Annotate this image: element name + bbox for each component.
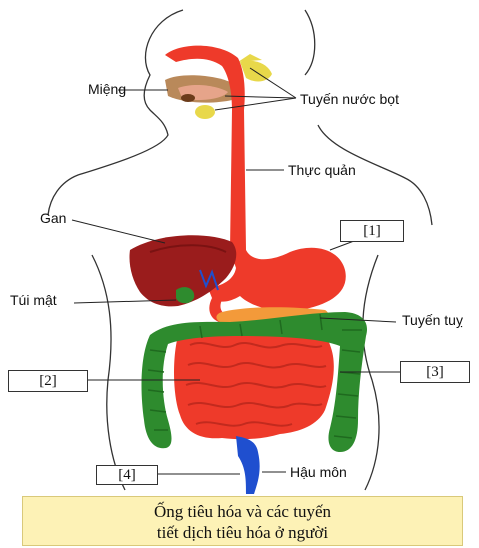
label-esophagus: Thực quản	[288, 162, 356, 178]
rectum-shape	[236, 436, 260, 494]
caption-box: Ống tiêu hóa và các tuyến tiết dịch tiêu…	[22, 496, 463, 546]
answer-box-1: [1]	[340, 220, 404, 242]
answer-box-2: [2]	[8, 370, 88, 392]
answer-box-3: [3]	[400, 361, 470, 383]
label-mouth: Miệng	[88, 81, 126, 97]
label-pancreas: Tuyến tuỵ	[402, 312, 463, 328]
mouth-shape	[165, 75, 232, 102]
label-gallbladder: Túi mật	[10, 292, 57, 308]
label-anus: Hậu môn	[290, 464, 347, 480]
label-salivary-glands: Tuyến nước bọt	[300, 91, 399, 107]
caption-line-1: Ống tiêu hóa và các tuyến	[23, 501, 462, 522]
answer-box-4: [4]	[96, 465, 158, 485]
label-liver: Gan	[40, 210, 66, 226]
caption-line-2: tiết dịch tiêu hóa ở người	[23, 522, 462, 543]
